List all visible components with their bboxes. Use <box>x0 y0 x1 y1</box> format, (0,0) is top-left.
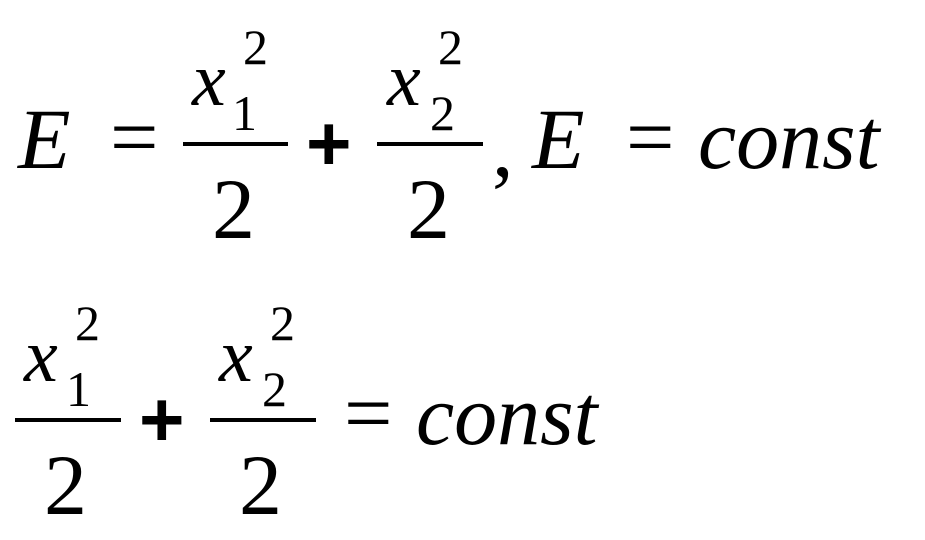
line2-fraction-1-denominator: 2 <box>44 437 87 533</box>
fraction-1-variable: x <box>192 38 226 122</box>
line2-fraction-1-subscript: 1 <box>66 361 91 417</box>
line2-plus-sign: + <box>139 375 185 463</box>
energy-symbol-2: E <box>532 91 585 187</box>
line2-fraction-1-exponent: 2 <box>75 295 100 351</box>
fraction-2-exponent: 2 <box>438 19 463 75</box>
fraction-2-subscript: 2 <box>430 85 455 141</box>
plus-sign: + <box>306 99 352 187</box>
line2-const-label: const <box>416 367 598 463</box>
fraction-2-variable: x <box>387 38 421 122</box>
energy-symbol: E <box>18 91 71 187</box>
line2-fraction-2-subscript: 2 <box>262 361 287 417</box>
line2-equals-sign: = <box>344 365 393 461</box>
fraction-1-bar <box>183 142 288 146</box>
line2-fraction-1-bar <box>15 418 121 422</box>
comma: , <box>492 99 514 195</box>
line2-fraction-1-variable: x <box>24 314 58 398</box>
equals-sign: = <box>110 89 159 185</box>
fraction-2-bar <box>377 142 483 146</box>
fraction-1-denominator: 2 <box>212 161 255 257</box>
const-label: const <box>698 91 880 187</box>
fraction-2-denominator: 2 <box>407 161 450 257</box>
fraction-1-subscript: 1 <box>232 85 257 141</box>
line2-fraction-2-denominator: 2 <box>239 437 282 533</box>
line2-fraction-2-variable: x <box>219 314 253 398</box>
line2-fraction-2-exponent: 2 <box>270 295 295 351</box>
equals-sign-2: = <box>626 89 675 185</box>
fraction-1-exponent: 2 <box>243 19 268 75</box>
line2-fraction-2-bar <box>210 418 316 422</box>
